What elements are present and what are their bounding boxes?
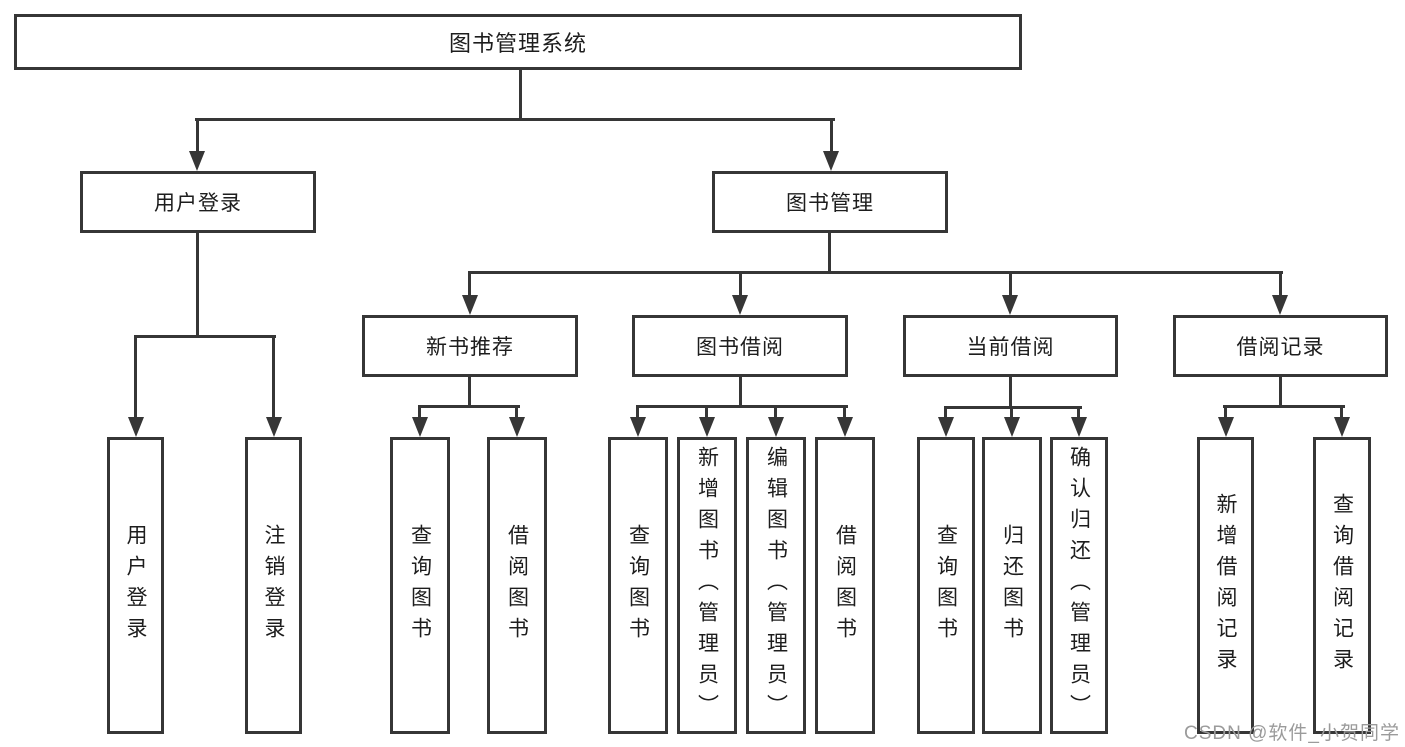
- arrow-down-icon: [412, 417, 428, 437]
- connector-line: [1223, 405, 1345, 408]
- arrow-down-icon: [509, 417, 525, 437]
- arrow-down-icon: [1272, 295, 1288, 315]
- leaf-add-book-admin: 新增图书（管理员）: [677, 437, 737, 734]
- arrow-down-icon: [732, 295, 748, 315]
- connector-line: [196, 118, 199, 153]
- arrow-down-icon: [938, 417, 954, 437]
- connector-line: [519, 70, 522, 120]
- connector-line: [774, 405, 777, 419]
- leaf-label: 查询图书: [934, 523, 958, 648]
- leaf-query-books-borrow: 查询图书: [608, 437, 668, 734]
- leaf-label: 归还图书: [1000, 523, 1024, 648]
- arrow-down-icon: [823, 151, 839, 171]
- csdn-watermark: CSDN @软件_小贺同学: [1184, 723, 1400, 744]
- connector-line: [1340, 405, 1343, 419]
- connector-line: [134, 335, 276, 338]
- node-book-borrow: 图书借阅: [632, 315, 848, 377]
- arrow-down-icon: [699, 417, 715, 437]
- connector-line: [1009, 377, 1012, 408]
- leaf-borrow-books: 借阅图书: [815, 437, 875, 734]
- connector-line: [636, 405, 848, 408]
- connector-line: [418, 405, 421, 419]
- arrow-down-icon: [1071, 417, 1087, 437]
- connector-line: [468, 271, 471, 297]
- leaf-label: 借阅图书: [505, 523, 529, 648]
- leaf-label: 查询图书: [626, 523, 650, 648]
- leaf-label: 查询图书: [408, 523, 432, 648]
- leaf-return-books: 归还图书: [982, 437, 1042, 734]
- connector-line: [739, 271, 742, 297]
- node-borrow-records: 借阅记录: [1173, 315, 1388, 377]
- leaf-label: 编辑图书（管理员）: [764, 446, 788, 725]
- connector-line: [944, 406, 947, 419]
- connector-line: [515, 405, 518, 419]
- connector-line: [418, 405, 520, 408]
- leaf-label: 新增借阅记录: [1214, 492, 1237, 679]
- arrow-down-icon: [266, 417, 282, 437]
- leaf-label: 确认归还（管理员）: [1067, 446, 1091, 725]
- connector-line: [1010, 406, 1013, 419]
- arrow-down-icon: [189, 151, 205, 171]
- leaf-query-borrow-record: 查询借阅记录: [1313, 437, 1371, 734]
- arrow-down-icon: [1002, 295, 1018, 315]
- leaf-label: 借阅图书: [833, 523, 857, 648]
- arrow-down-icon: [1004, 417, 1020, 437]
- arrow-down-icon: [630, 417, 646, 437]
- leaf-label: 用户登录: [124, 523, 147, 648]
- node-current-borrow: 当前借阅: [903, 315, 1118, 377]
- connector-line: [1009, 271, 1012, 297]
- connector-line: [272, 335, 275, 419]
- connector-line: [196, 233, 199, 337]
- arrow-down-icon: [837, 417, 853, 437]
- leaf-label: 注销登录: [262, 523, 285, 648]
- connector-line: [1279, 271, 1282, 297]
- leaf-logout: 注销登录: [245, 437, 302, 734]
- arrow-down-icon: [128, 417, 144, 437]
- connector-line: [468, 271, 1283, 274]
- connector-line: [944, 406, 1082, 409]
- connector-line: [195, 118, 835, 121]
- arrow-down-icon: [1334, 417, 1350, 437]
- leaf-borrow-books-recommend: 借阅图书: [487, 437, 547, 734]
- arrow-down-icon: [768, 417, 784, 437]
- node-new-book-recommend: 新书推荐: [362, 315, 578, 377]
- leaf-confirm-return-admin: 确认归还（管理员）: [1050, 437, 1108, 734]
- connector-line: [1077, 406, 1080, 419]
- leaf-label: 新增图书（管理员）: [695, 446, 719, 725]
- node-library-management-system: 图书管理系统: [14, 14, 1022, 70]
- connector-line: [636, 405, 639, 419]
- leaf-edit-book-admin: 编辑图书（管理员）: [746, 437, 806, 734]
- connector-line: [1224, 405, 1227, 419]
- connector-line: [134, 335, 137, 419]
- arrow-down-icon: [1218, 417, 1234, 437]
- connector-line: [828, 233, 831, 273]
- leaf-query-books-current: 查询图书: [917, 437, 975, 734]
- connector-line: [1279, 377, 1282, 407]
- connector-line: [468, 377, 471, 407]
- node-book-management: 图书管理: [712, 171, 948, 233]
- leaf-query-books-recommend: 查询图书: [390, 437, 450, 734]
- node-user-login: 用户登录: [80, 171, 316, 233]
- leaf-label: 查询借阅记录: [1330, 492, 1354, 679]
- connector-line: [830, 118, 833, 153]
- arrow-down-icon: [462, 295, 478, 315]
- connector-line: [843, 405, 846, 419]
- connector-line: [739, 377, 742, 407]
- leaf-add-borrow-record: 新增借阅记录: [1197, 437, 1254, 734]
- leaf-user-login: 用户登录: [107, 437, 164, 734]
- connector-line: [705, 405, 708, 419]
